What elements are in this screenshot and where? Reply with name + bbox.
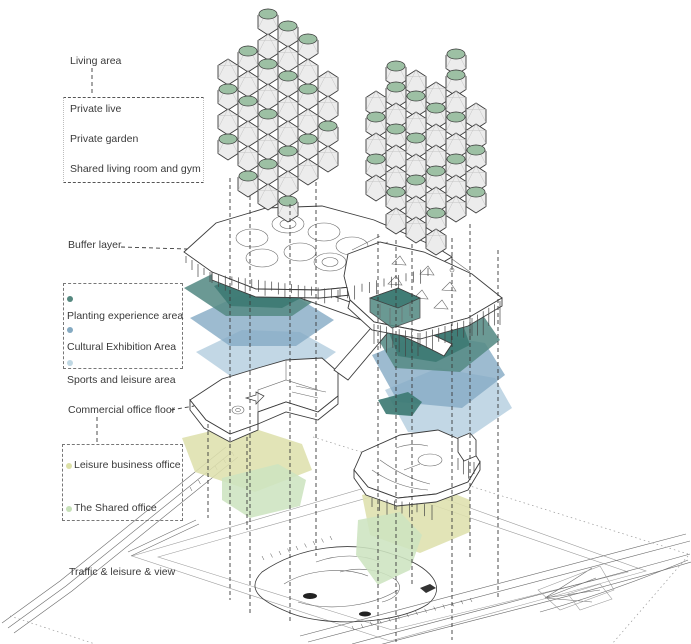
label-private-garden: Private garden — [70, 133, 139, 145]
commercial-plate-left — [189, 357, 339, 443]
shared-office-layer — [222, 464, 306, 518]
planting-dot — [67, 295, 73, 302]
label-planting: Planting experience area — [67, 310, 184, 322]
hanging-columns — [185, 256, 501, 520]
label-shared-office: The Shared office — [74, 502, 157, 514]
label-buffer-layer: Buffer layer — [68, 239, 122, 251]
living-tower-right — [365, 48, 487, 256]
buffer-plate-right — [343, 241, 503, 340]
label-shared-living: Shared living room and gym — [70, 163, 201, 175]
label-cultural: Cultural Exhibition Area — [67, 341, 177, 353]
living-tower-left — [217, 8, 339, 223]
office-legend-box: Leisure business office The Shared offic… — [62, 444, 183, 521]
ground-site-plan — [1, 436, 691, 644]
label-sports: Sports and leisure area — [67, 374, 176, 386]
buffer-legend-box: Planting experience area Cultural Exhibi… — [63, 283, 184, 385]
label-commercial: Commercial office floor — [68, 404, 176, 416]
projection-lines — [207, 178, 499, 642]
living-label-group-box: Private live Private garden Shared livin… — [63, 97, 204, 183]
cultural-dot — [67, 326, 73, 333]
label-traffic: Traffic & leisure & view — [69, 566, 176, 578]
shared-office-layer-right — [356, 512, 422, 585]
leisure-office-dot — [66, 462, 72, 469]
leader-lines — [91, 68, 195, 444]
label-private-live: Private live — [70, 103, 122, 115]
sports-dot — [67, 359, 73, 366]
label-leisure-office: Leisure business office — [74, 459, 181, 471]
commercial-plate-right — [353, 429, 481, 507]
label-living-area: Living area — [70, 55, 122, 67]
shared-office-dot — [66, 505, 72, 512]
planting-block — [368, 287, 421, 329]
